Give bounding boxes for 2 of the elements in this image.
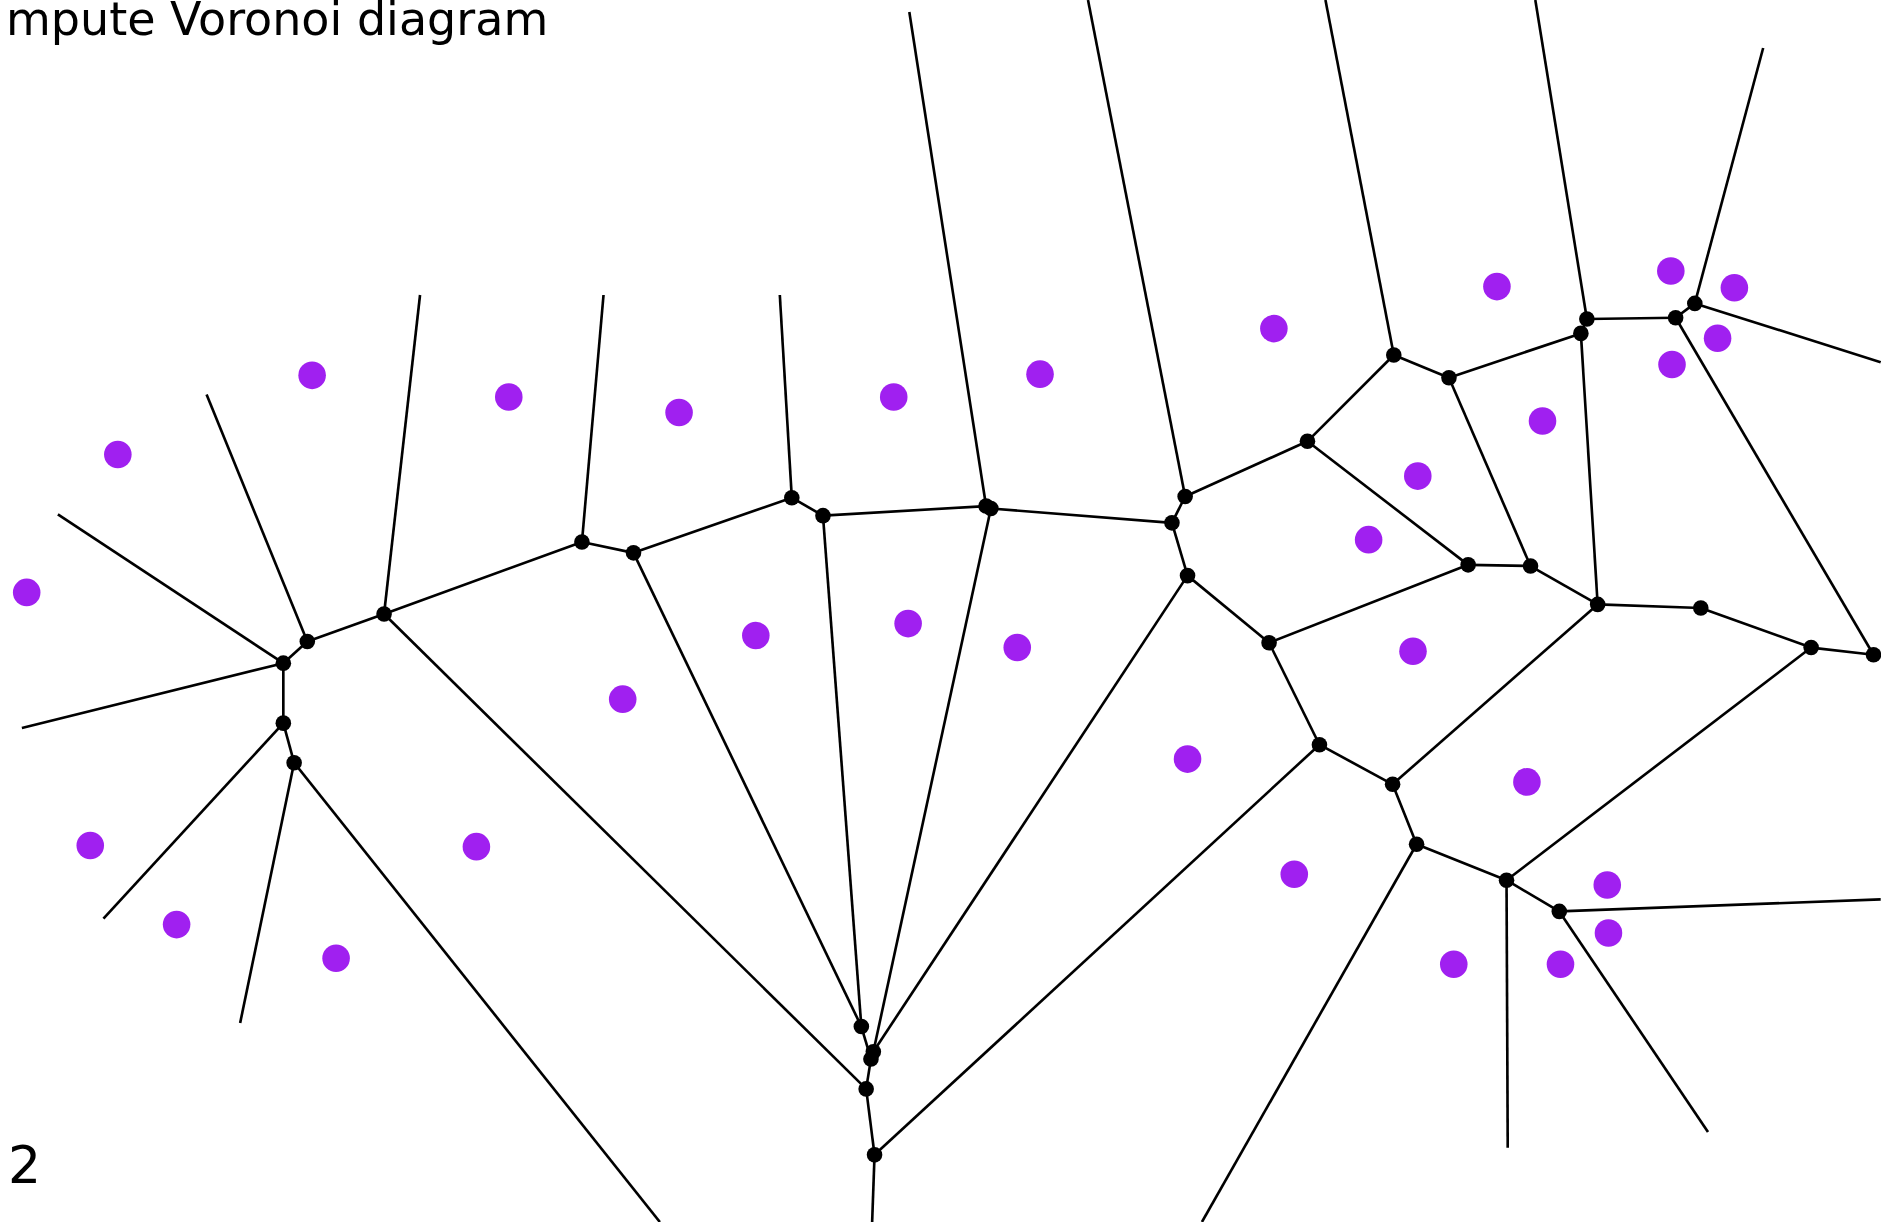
page-number: 2 bbox=[8, 1135, 42, 1195]
slide-title: mpute Voronoi diagram bbox=[6, 0, 549, 46]
